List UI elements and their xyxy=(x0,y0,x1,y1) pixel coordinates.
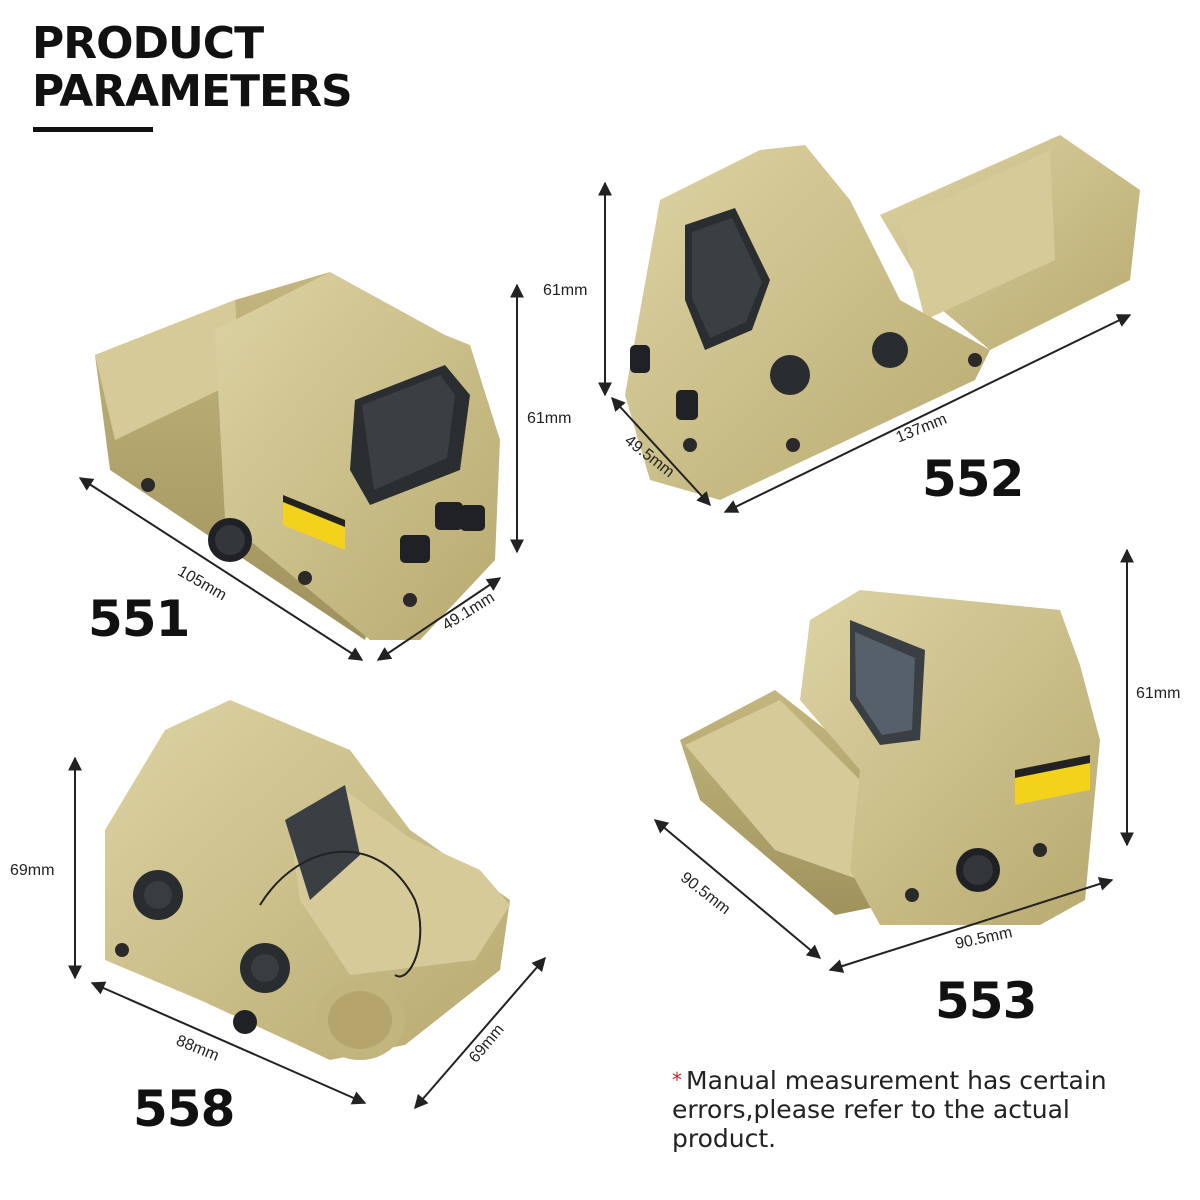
title-line-2: PARAMETERS xyxy=(32,66,353,117)
sight-553-illustration xyxy=(680,590,1100,925)
dim-551-height: 61mm xyxy=(527,410,572,427)
model-553-label: 553 xyxy=(935,972,1037,1030)
asterisk-mark: * xyxy=(672,1068,682,1092)
disclaimer-text: Manual measurement has certain errors,pl… xyxy=(672,1066,1107,1153)
sight-551-illustration xyxy=(95,272,500,640)
title-line-1: PRODUCT xyxy=(32,18,264,69)
model-552-label: 552 xyxy=(922,450,1024,508)
dimension-lines xyxy=(68,181,1134,1110)
title-underline xyxy=(33,127,153,132)
dim-553-height: 61mm xyxy=(1136,685,1181,702)
dim-558-height: 69mm xyxy=(10,862,55,879)
page-title: PRODUCT PARAMETERS xyxy=(32,18,353,117)
dim-552-height: 61mm xyxy=(543,282,588,299)
model-558-label: 558 xyxy=(133,1080,235,1138)
model-551-label: 551 xyxy=(88,590,190,648)
sight-552-illustration xyxy=(625,135,1140,500)
measurement-disclaimer: *Manual measurement has certain errors,p… xyxy=(672,1066,1172,1153)
sight-558-illustration xyxy=(105,700,510,1060)
